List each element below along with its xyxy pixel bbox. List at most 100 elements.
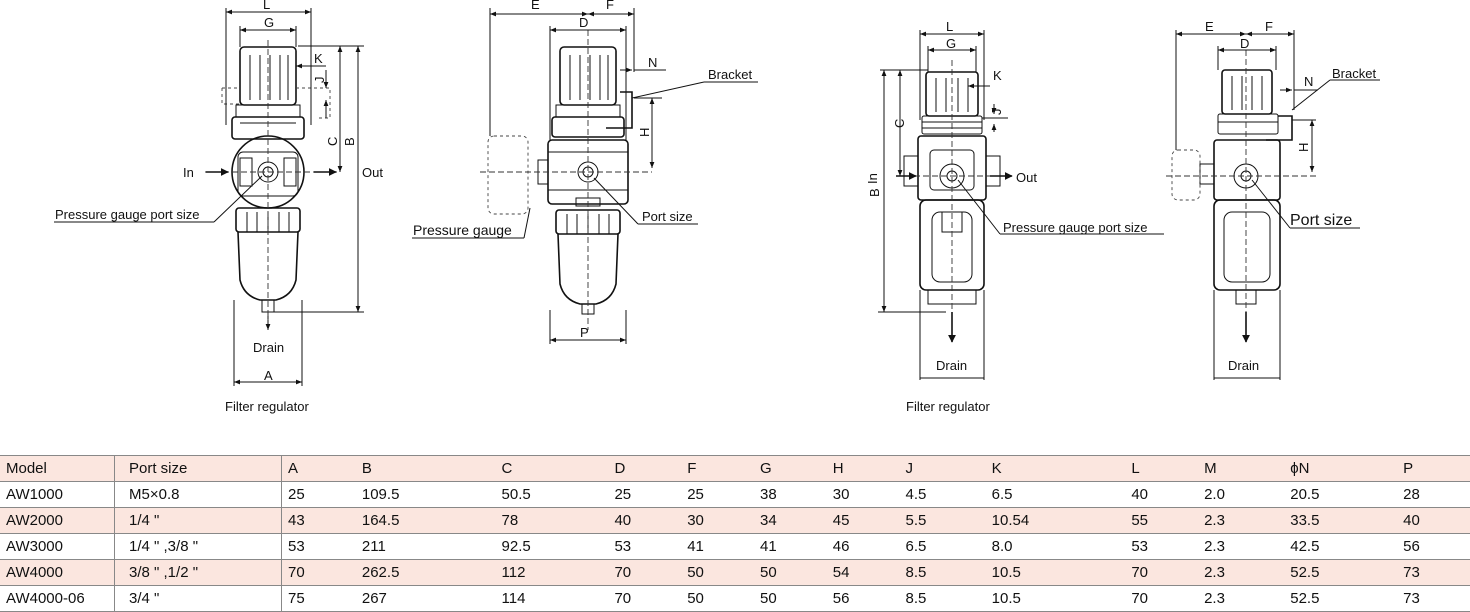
table-cell: 5.5 [899, 507, 986, 534]
table-cell: 38 [753, 481, 827, 508]
table-cell: 52.5 [1284, 559, 1398, 586]
table-cell: 34 [753, 507, 827, 534]
dim-label-H-4: H [1296, 143, 1311, 152]
table-cell: 267 [355, 585, 496, 612]
bracket-label-4: Bracket [1332, 66, 1376, 81]
header-cell: ϕN [1284, 455, 1398, 482]
table-cell: 4.5 [899, 481, 986, 508]
header-cell: A [281, 455, 356, 482]
table-cell: 262.5 [355, 559, 496, 586]
table-cell: 78 [495, 507, 609, 534]
header-cell: B [355, 455, 496, 482]
dim-label-D-4: D [1240, 36, 1249, 51]
table-cell: 33.5 [1284, 507, 1398, 534]
table-cell: AW1000 [0, 481, 115, 508]
caption-right: Filter regulator [906, 399, 990, 414]
port-size-label-4: Port size [1290, 212, 1352, 229]
header-cell: D [608, 455, 682, 482]
pressure-gauge-label: Pressure gauge [413, 222, 512, 238]
table-cell: 41 [753, 533, 827, 560]
header-cell: Model [0, 455, 115, 482]
table-cell: 109.5 [355, 481, 496, 508]
out-label-3: Out [1016, 170, 1037, 185]
dim-label-C-3: C [892, 119, 907, 128]
table-cell: AW4000 [0, 559, 115, 586]
table-cell: 55 [1125, 507, 1199, 534]
diagram-labels: L G K J C B In Out Pressure gauge port s… [55, 0, 1376, 414]
table-cell: 1/4 " [114, 507, 282, 534]
table-cell: 53 [281, 533, 356, 560]
dim-label-G-3: G [946, 36, 956, 51]
table-cell: 10.5 [985, 559, 1126, 586]
table-cell: 53 [1125, 533, 1199, 560]
table-cell: 30 [681, 507, 754, 534]
table-cell: 2.3 [1198, 507, 1285, 534]
dim-label-J-1: J [312, 77, 327, 84]
diagram-4-side-view [1166, 30, 1380, 380]
in-label-3: In [865, 173, 880, 184]
table-cell: 45 [826, 507, 900, 534]
header-cell: F [681, 455, 754, 482]
table-cell: 28 [1397, 481, 1470, 508]
table-cell: 40 [608, 507, 682, 534]
table-cell: 75 [281, 585, 356, 612]
diagram-3-front-view [878, 30, 1164, 380]
table-cell: 54 [826, 559, 900, 586]
dim-label-H-2: H [637, 128, 652, 137]
table-cell: M5×0.8 [114, 481, 282, 508]
table-cell: 40 [1397, 507, 1470, 534]
dim-label-P: P [580, 325, 589, 340]
table-cell: 25 [681, 481, 754, 508]
table-cell: AW2000 [0, 507, 115, 534]
table-cell: 52.5 [1284, 585, 1398, 612]
table-cell: 70 [1125, 559, 1199, 586]
table-cell: 10.5 [985, 585, 1126, 612]
table-cell: 3/4 " [114, 585, 282, 612]
dim-label-F-2: F [606, 0, 614, 12]
table-cell: 50 [753, 585, 827, 612]
table-cell: 70 [281, 559, 356, 586]
header-cell: L [1125, 455, 1199, 482]
table-cell: 56 [826, 585, 900, 612]
dim-label-C-1: C [325, 137, 340, 146]
header-cell: G [753, 455, 827, 482]
diagram-1-front-view [54, 8, 364, 386]
table-cell: 50 [681, 585, 754, 612]
dim-label-N-2: N [648, 55, 657, 70]
table-cell: 2.3 [1198, 559, 1285, 586]
dim-label-F-4: F [1265, 19, 1273, 34]
dim-label-B-1: B [342, 137, 357, 146]
dim-label-G-1: G [264, 15, 274, 30]
table-cell: 42.5 [1284, 533, 1398, 560]
table-cell: 6.5 [899, 533, 986, 560]
table-cell: 41 [681, 533, 754, 560]
dim-label-L-3: L [946, 19, 953, 34]
table-cell: 25 [608, 481, 682, 508]
table-cell: 1/4 " ,3/8 " [114, 533, 282, 560]
dim-label-D-2: D [579, 15, 588, 30]
drain-label-1: Drain [253, 340, 284, 355]
table-cell: 10.54 [985, 507, 1126, 534]
port-size-label-2: Port size [642, 209, 693, 224]
table-cell: 56 [1397, 533, 1470, 560]
header-cell: P [1397, 455, 1470, 482]
out-label-1: Out [362, 165, 383, 180]
header-cell: J [899, 455, 986, 482]
header-cell: Port size [114, 455, 282, 482]
diagram-2-side-view [412, 8, 758, 344]
header-cell: K [985, 455, 1126, 482]
table-cell: 8.5 [899, 585, 986, 612]
table-cell: 164.5 [355, 507, 496, 534]
table-cell: 3/8 " ,1/2 " [114, 559, 282, 586]
table-cell: 40 [1125, 481, 1199, 508]
table-cell: 25 [281, 481, 356, 508]
header-cell: C [495, 455, 609, 482]
bracket-label-2: Bracket [708, 67, 752, 82]
table-cell: 46 [826, 533, 900, 560]
table-cell: 50 [681, 559, 754, 586]
dim-label-K-1: K [314, 51, 323, 66]
dim-label-J-3: J [989, 109, 1004, 116]
